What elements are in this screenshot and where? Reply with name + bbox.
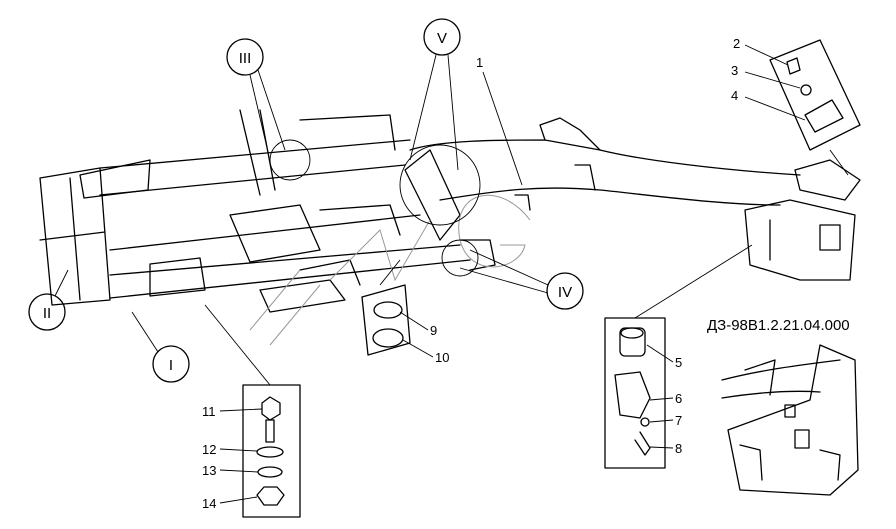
svg-text:10: 10 xyxy=(435,350,449,365)
svg-text:V: V xyxy=(437,30,447,47)
svg-text:11: 11 xyxy=(202,404,216,419)
main-frame xyxy=(39,109,496,313)
svg-text:8: 8 xyxy=(675,441,682,456)
part-label-1: 1 xyxy=(476,55,483,70)
svg-text:13: 13 xyxy=(202,463,216,478)
callout-II: II xyxy=(28,269,69,331)
svg-text:14: 14 xyxy=(202,496,216,511)
svg-text:IV: IV xyxy=(558,284,572,301)
callout-V: V xyxy=(399,18,481,226)
drawing-code: ДЗ-98В1.2.21.04.000 xyxy=(707,317,850,334)
callout-IV: IV xyxy=(441,239,584,310)
svg-text:4: 4 xyxy=(731,88,738,103)
svg-text:6: 6 xyxy=(675,391,682,406)
detail-view xyxy=(721,344,859,496)
svg-text:7: 7 xyxy=(675,413,682,428)
svg-text:III: III xyxy=(239,50,252,67)
svg-text:12: 12 xyxy=(202,442,216,457)
boom-arm xyxy=(409,117,861,281)
svg-text:9: 9 xyxy=(430,323,437,338)
callout-I: I xyxy=(131,311,190,383)
svg-text:2: 2 xyxy=(733,36,740,51)
inset-parts-9-10: 9 10 xyxy=(361,259,449,365)
svg-text:I: I xyxy=(169,357,173,374)
inset-parts-5-8: 5 6 7 8 xyxy=(604,244,753,469)
callout-III: III xyxy=(226,38,311,181)
svg-text:3: 3 xyxy=(731,63,738,78)
inset-parts-11-14: 11 12 13 14 xyxy=(202,304,301,518)
inset-parts-2-4: 2 3 4 xyxy=(731,36,861,176)
svg-text:5: 5 xyxy=(675,355,682,370)
svg-text:II: II xyxy=(43,305,51,322)
